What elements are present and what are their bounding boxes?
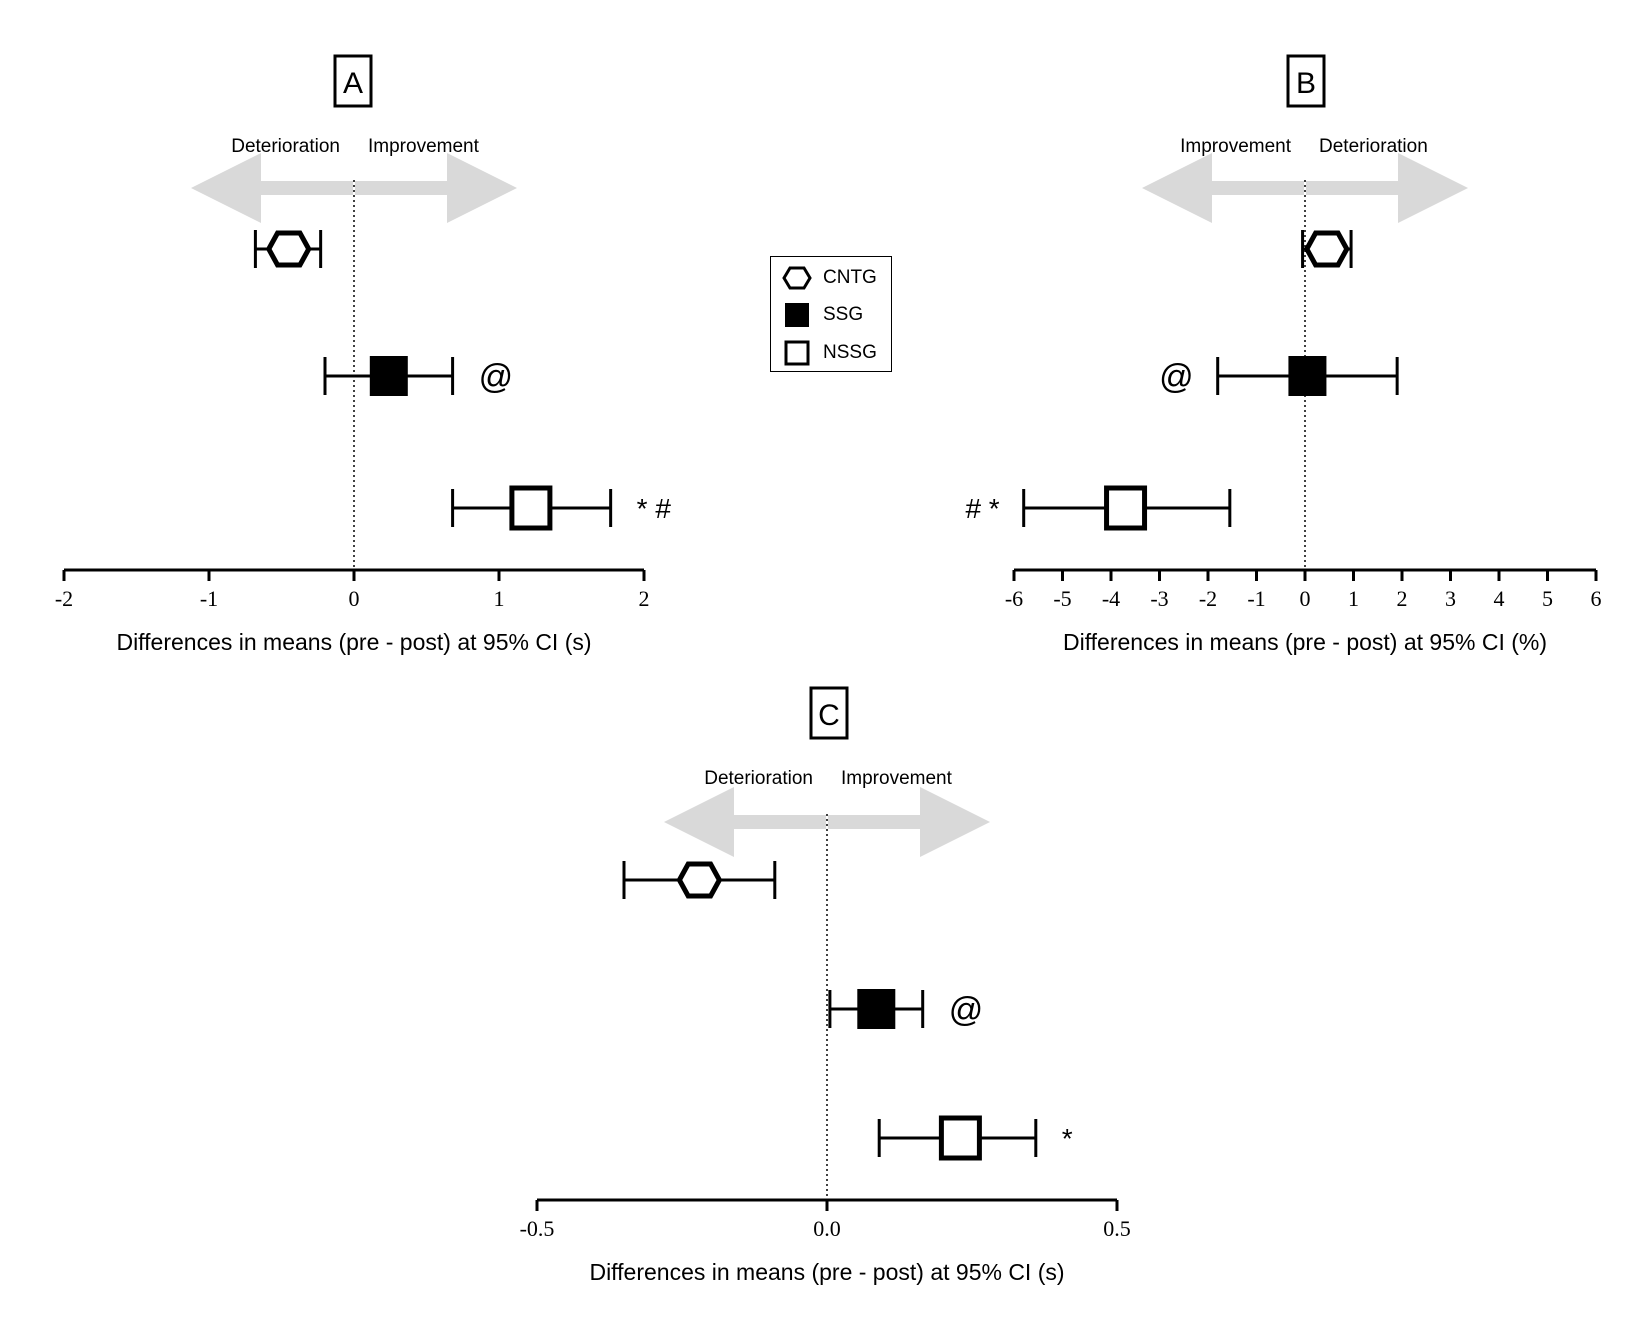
- hexagon-icon: [782, 266, 812, 290]
- x-tick-label: -2: [1199, 586, 1217, 611]
- significance-annotation: # *: [965, 493, 999, 524]
- series-cntg: [1301, 230, 1353, 268]
- significance-annotation: @: [949, 991, 984, 1029]
- x-tick-label: -3: [1150, 586, 1168, 611]
- legend: CNTG SSG NSSG: [770, 256, 892, 372]
- x-tick-label: 4: [1494, 586, 1505, 611]
- legend-label-ssg: SSG: [823, 304, 864, 325]
- mean-marker-filled-square: [369, 356, 408, 396]
- panel-label: C: [818, 699, 840, 732]
- x-tick-label: 5: [1542, 586, 1553, 611]
- direction-label-left: Deterioration: [231, 136, 340, 157]
- x-tick-label: 1: [494, 586, 505, 611]
- x-tick-label: -1: [200, 586, 218, 611]
- legend-label-nssg: NSSG: [823, 342, 877, 363]
- x-tick-label: -4: [1102, 586, 1120, 611]
- series-ssg: @: [323, 356, 514, 396]
- series-cntg: [622, 861, 777, 899]
- mean-marker-hexagon: [265, 230, 312, 268]
- x-tick-label: -5: [1053, 586, 1071, 611]
- x-tick-label: -0.5: [520, 1216, 555, 1241]
- x-axis-title: Differences in means (pre - post) at 95%…: [1063, 629, 1547, 655]
- legend-label-cntg: CNTG: [823, 267, 877, 288]
- mean-marker-filled-square: [857, 989, 896, 1029]
- panel-a: A Deterioration Improvement -2 -1 0 1 2Differen…: [55, 54, 672, 655]
- series-cntg: [253, 230, 323, 268]
- x-tick-label: 0: [1300, 586, 1311, 611]
- significance-annotation: *: [1062, 1123, 1073, 1154]
- square-open-icon: [784, 340, 810, 366]
- direction-label-right: Improvement: [368, 136, 480, 157]
- series-ssg: @: [828, 989, 984, 1029]
- panel-label-box: [809, 686, 849, 740]
- significance-annotation: * #: [637, 493, 672, 524]
- legend-item-cntg: CNTG: [771, 259, 891, 295]
- x-tick-label: 2: [639, 586, 650, 611]
- x-tick-label: 2: [1397, 586, 1408, 611]
- x-tick-label: 1: [1348, 586, 1359, 611]
- x-axis-title: Differences in means (pre - post) at 95%…: [116, 629, 591, 655]
- mean-marker-hexagon: [1303, 230, 1350, 268]
- series-ssg: @: [1159, 356, 1399, 396]
- mean-marker-filled-square: [1288, 356, 1327, 396]
- panel-label-box: [333, 54, 373, 108]
- direction-label-left: Deterioration: [704, 768, 813, 789]
- mean-marker-open-square: [1104, 485, 1148, 531]
- x-tick-label: 0.5: [1103, 1216, 1131, 1241]
- x-tick-label: -6: [1005, 586, 1023, 611]
- x-axis-title: Differences in means (pre - post) at 95%…: [589, 1259, 1064, 1285]
- series-nssg: * #: [451, 485, 672, 531]
- panel-label: B: [1296, 67, 1316, 100]
- direction-label-right: Improvement: [841, 768, 953, 789]
- x-tick-label: 3: [1445, 586, 1456, 611]
- square-filled-icon: [785, 303, 809, 327]
- panel-b: B Improvement Deterioration -6 -5 -4 -3 -2 -1 0 1 2…: [965, 54, 1602, 655]
- series-nssg: *: [877, 1115, 1073, 1161]
- legend-item-ssg: SSG: [771, 296, 891, 332]
- x-tick-label: -1: [1247, 586, 1265, 611]
- direction-label-left: Improvement: [1180, 136, 1292, 157]
- direction-label-right: Deterioration: [1319, 136, 1428, 157]
- mean-marker-hexagon: [676, 861, 723, 899]
- x-tick-label: 0.0: [813, 1216, 841, 1241]
- mean-marker-open-square: [938, 1115, 982, 1161]
- panel-c: C Deterioration Improvement -0.5 0.0 0.5Diffe…: [520, 686, 1131, 1285]
- series-nssg: # *: [965, 485, 1232, 531]
- mean-marker-open-square: [509, 485, 553, 531]
- panel-label: A: [343, 67, 363, 100]
- legend-item-nssg: NSSG: [771, 334, 891, 370]
- x-tick-label: 6: [1591, 586, 1602, 611]
- x-tick-label: -2: [55, 586, 73, 611]
- panel-label-box: [1286, 54, 1326, 108]
- significance-annotation: @: [1159, 358, 1194, 396]
- significance-annotation: @: [479, 358, 514, 396]
- x-tick-label: 0: [349, 586, 360, 611]
